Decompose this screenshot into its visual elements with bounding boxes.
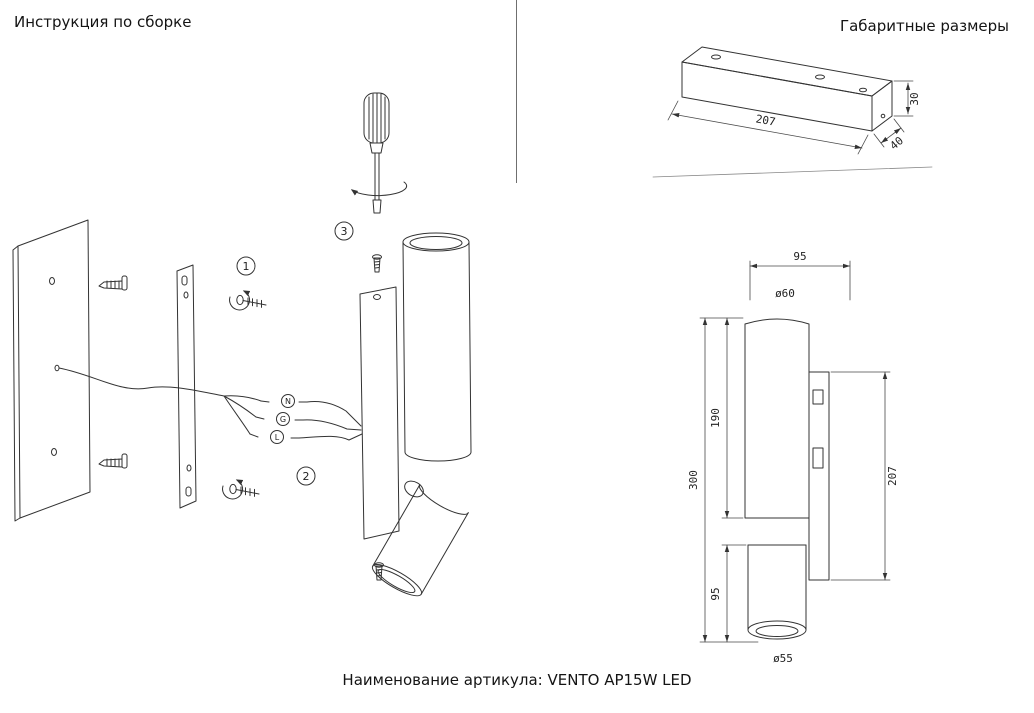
- wire-n-label: N: [285, 397, 291, 406]
- step-badge-2: 2: [296, 466, 316, 486]
- wire-l-label: L: [275, 433, 280, 442]
- lamp-side-view: [744, 318, 830, 640]
- dim-lower-height: 95: [709, 544, 747, 643]
- step-3-label: 3: [341, 225, 348, 238]
- dim-bracket-length: 207: [667, 100, 869, 155]
- wire-label-L: L: [270, 430, 284, 444]
- bracket-3d-view: [681, 46, 893, 132]
- dim-bracket-height: 30: [893, 80, 921, 117]
- upper-height-label: 190: [709, 408, 722, 428]
- dimensions-title: Габаритные размеры: [839, 17, 1009, 35]
- bracket-depth-label: 40: [887, 134, 906, 152]
- step-2-label: 2: [303, 470, 310, 483]
- step-badge-3: 3: [334, 221, 354, 241]
- lamp-upper-cylinder: [402, 232, 472, 462]
- lamp-wires: [290, 401, 363, 441]
- dim-upper-height: 190: [699, 317, 744, 519]
- dimensions-diagram: 207 40 30: [652, 46, 933, 665]
- turn-screw-bottom: [223, 480, 259, 499]
- screwdriver: [350, 92, 408, 214]
- assembly-title: Инструкция по сборке: [14, 13, 192, 31]
- lamp-back-plate: [359, 286, 400, 540]
- dim-top-width: 95: [749, 250, 851, 301]
- lower-diameter-label: ø55: [773, 652, 793, 665]
- wire-g-label: G: [280, 415, 286, 424]
- head-diameter-label: ø60: [775, 287, 795, 300]
- fixing-bolt-top: [372, 254, 382, 273]
- dim-total-height: 300: [687, 317, 759, 643]
- wall-screw-bottom: [98, 453, 128, 469]
- mounting-strip: [176, 264, 197, 509]
- assembly-diagram: 1 2 3 N: [12, 92, 472, 597]
- rotation-arrow: [350, 181, 408, 197]
- dim-bracket-depth: 40: [873, 118, 906, 153]
- turn-screw-top: [230, 291, 266, 310]
- supply-wires: [58, 367, 270, 438]
- lamp-hinge: [404, 480, 424, 498]
- wire-label-N: N: [281, 394, 295, 408]
- article-name: Наименование артикула: VENTO AP15W LED: [342, 671, 692, 689]
- vertical-divider: [516, 0, 517, 183]
- wire-label-G: G: [276, 412, 290, 426]
- wall-screw-top: [98, 275, 128, 291]
- step-badge-1: 1: [236, 256, 256, 276]
- baseline: [652, 166, 933, 178]
- bracket-height-label: 30: [908, 92, 921, 105]
- bracket-length-label: 207: [755, 112, 777, 128]
- top-width-label: 95: [793, 250, 806, 263]
- total-height-label: 300: [687, 470, 700, 490]
- dim-plate-height: 207: [830, 371, 899, 581]
- plate-height-label: 207: [886, 466, 899, 486]
- lamp-lower-cylinder: [371, 484, 469, 597]
- step-1-label: 1: [243, 260, 250, 273]
- wall-plate: [12, 219, 91, 522]
- lower-height-label: 95: [709, 587, 722, 600]
